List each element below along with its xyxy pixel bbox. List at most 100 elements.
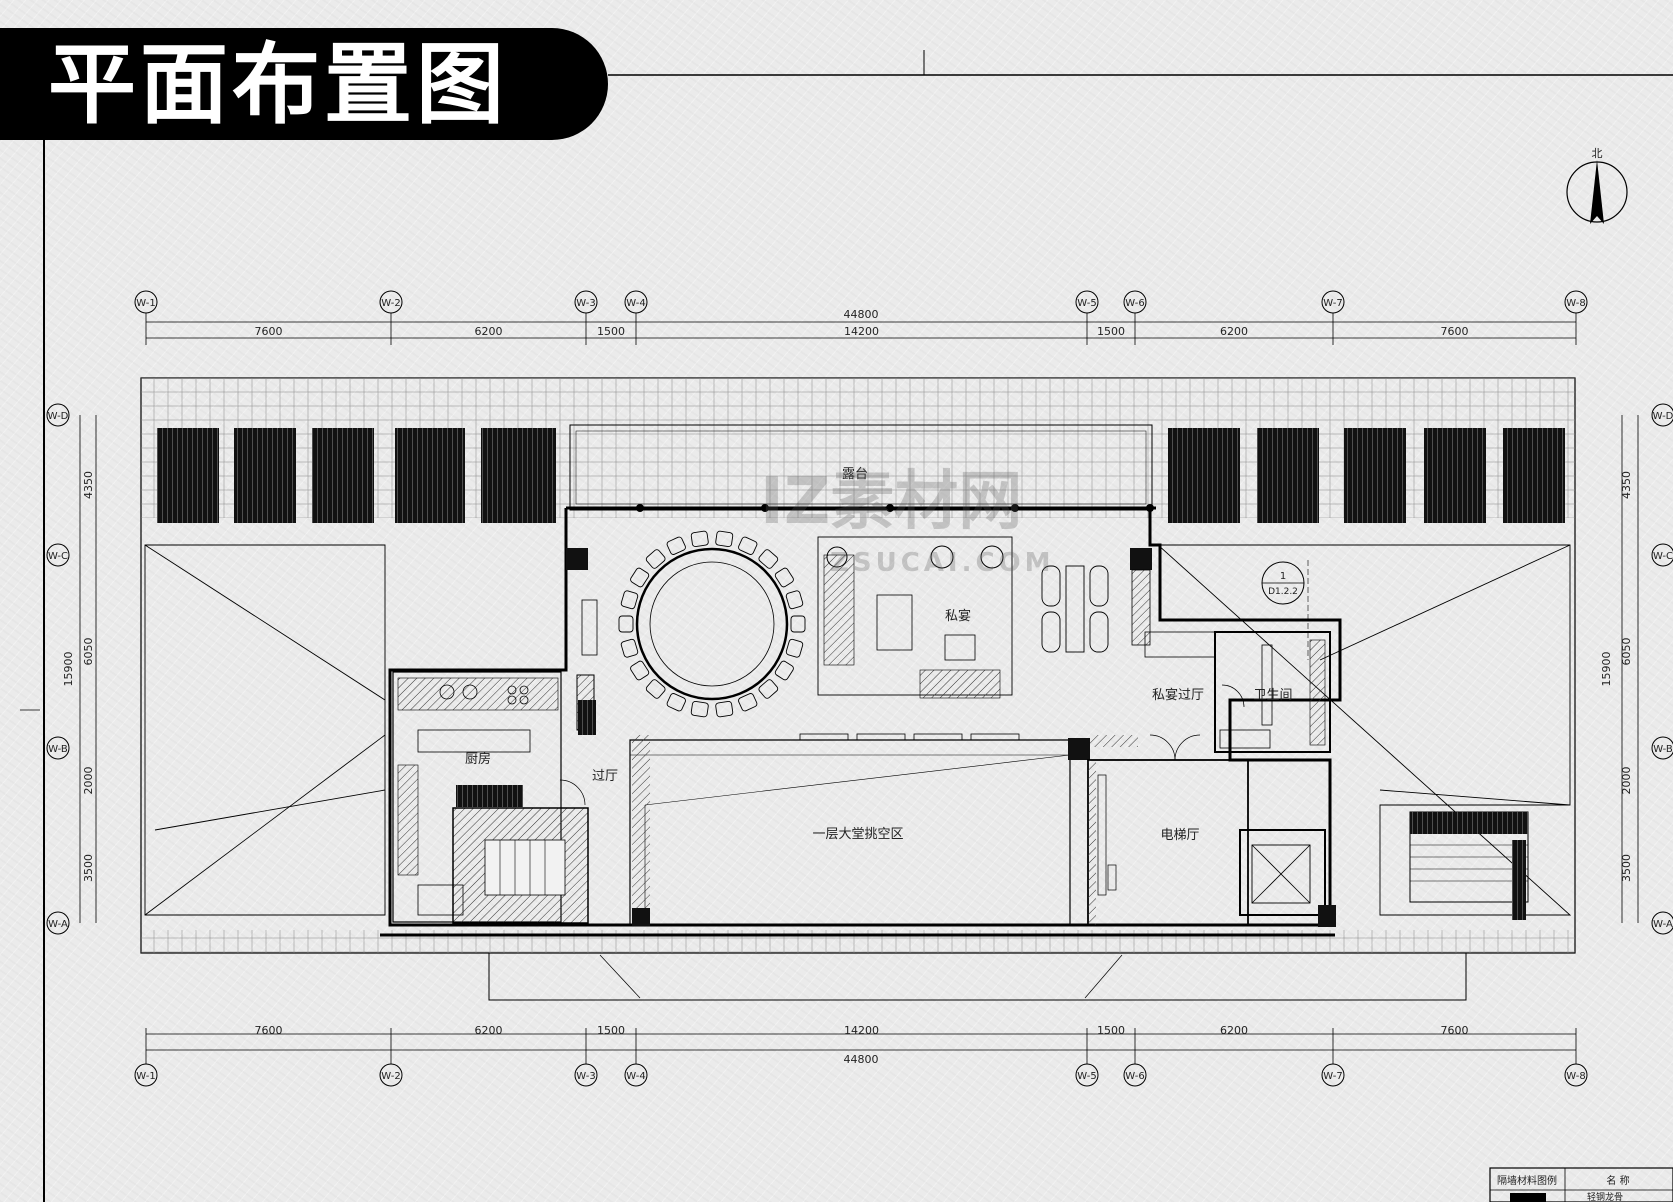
chair [620, 638, 639, 658]
bottom-axis-label: W-4 [626, 1071, 645, 1082]
north-arrow-icon: 北 [1566, 147, 1628, 224]
bottom-dim-0: 7600 [255, 1024, 283, 1037]
chair [758, 549, 779, 569]
bottom-axis-label: W-2 [381, 1071, 400, 1082]
right-dim-total: 15900 [1600, 652, 1613, 687]
bottom-axis-bubble [1075, 1063, 1099, 1087]
top-axis-bubble [574, 290, 598, 314]
top-dim-1: 6200 [475, 325, 503, 338]
chair [774, 660, 794, 681]
top-axis-bubble [134, 290, 158, 314]
dim-total-bottom: 44800 [844, 1053, 879, 1066]
chair [666, 536, 686, 555]
bottom-dim-5: 6200 [1220, 1024, 1248, 1037]
legend-column-header: 名 称 [1606, 1174, 1629, 1187]
room-label-banquet-corridor: 私宴过厅 [1152, 687, 1204, 703]
chair [666, 693, 686, 712]
chair [690, 530, 709, 547]
top-axis-label: W-3 [576, 298, 595, 309]
section-number: 1 [1280, 571, 1286, 582]
left-axis-label: W-B [48, 744, 68, 755]
right-axis-bubble [1651, 403, 1673, 427]
top-dim-5: 6200 [1220, 325, 1248, 338]
left-dim-0: 4350 [82, 471, 95, 499]
left-dim-total: 15900 [62, 652, 75, 687]
chair [785, 590, 804, 610]
left-axis-bubble [46, 543, 70, 567]
top-axis-label: W-1 [136, 298, 155, 309]
bottom-dim-4: 1500 [1097, 1024, 1125, 1037]
louver-panels [157, 428, 1565, 523]
room-label-terrace: 露台 [842, 467, 868, 482]
round-dining-table [618, 530, 806, 718]
top-dim-3: 14200 [844, 325, 879, 338]
right-axis-bubble [1651, 736, 1673, 760]
bottom-axis-bubble [134, 1063, 158, 1087]
room-label-private-banquet: 私宴 [945, 608, 971, 624]
chair [690, 701, 709, 718]
bottom-axis-bubble [624, 1063, 648, 1087]
left-axis-label: W-C [48, 551, 68, 562]
legend-item: 轻钢龙骨 [1587, 1191, 1623, 1202]
left-dim-1: 6050 [82, 638, 95, 666]
chair [645, 549, 666, 569]
top-axis-label: W-7 [1323, 298, 1342, 309]
right-axis-label: W-D [1653, 411, 1673, 422]
chair [618, 615, 634, 633]
top-dim-6: 7600 [1441, 325, 1469, 338]
chair [785, 638, 804, 658]
chair [715, 530, 734, 547]
bottom-axis-bubble [379, 1063, 403, 1087]
bottom-axis-bubble [574, 1063, 598, 1087]
top-dim-2: 1500 [597, 325, 625, 338]
bottom-dim-2: 1500 [597, 1024, 625, 1037]
right-dim-2: 2000 [1620, 767, 1633, 795]
right-axis-label: W-C [1653, 551, 1673, 562]
top-dim-0: 7600 [255, 325, 283, 338]
chair [715, 701, 734, 718]
chair [645, 679, 666, 699]
top-dim-4: 1500 [1097, 325, 1125, 338]
section-reference: D1.2.2 [1268, 587, 1298, 597]
left-axis-label: W-A [48, 919, 68, 930]
chair [630, 567, 650, 588]
room-label-atrium: 一层大堂挑空区 [812, 827, 903, 842]
chair [758, 679, 779, 699]
left-axis-bubble [46, 911, 70, 935]
room-label-kitchen: 厨房 [465, 751, 491, 767]
top-axis-bubble [624, 290, 648, 314]
section-marker: 1 D1.2.2 [1261, 560, 1309, 660]
bottom-axis-label: W-3 [576, 1071, 595, 1082]
north-label: 北 [1592, 147, 1603, 160]
left-axis-bubble [46, 736, 70, 760]
legend-title: 隔墙材料图例 [1497, 1174, 1557, 1187]
chair [738, 693, 758, 712]
chair [630, 660, 650, 681]
bottom-axis-bubble [1123, 1063, 1147, 1087]
left-dim-2: 2000 [82, 767, 95, 795]
chair [620, 590, 639, 610]
legend-table: 隔墙材料图例 名 称 轻钢龙骨 [1489, 1167, 1673, 1202]
right-axis-bubble [1651, 911, 1673, 935]
page-title: 平面布置图 [48, 33, 509, 136]
watermark-brand: IZ素材网 [760, 465, 1023, 539]
top-axis-bubble [1123, 290, 1147, 314]
bottom-dim-3: 14200 [844, 1024, 879, 1037]
bottom-dim-6: 7600 [1441, 1024, 1469, 1037]
right-dim-3: 3500 [1620, 854, 1633, 882]
title-banner [0, 28, 608, 140]
bottom-axis-label: W-7 [1323, 1071, 1342, 1082]
right-dim-1: 6050 [1620, 638, 1633, 666]
room-label-elevator-hall: 电梯厅 [1160, 828, 1199, 843]
right-axis-label: W-A [1653, 919, 1673, 930]
room-label-restroom: 卫生间 [1253, 688, 1292, 703]
chair [738, 536, 758, 555]
top-axis-bubble [1075, 290, 1099, 314]
top-axis-label: W-8 [1566, 298, 1585, 309]
left-axis-bubble [46, 403, 70, 427]
bottom-axis-bubble [1321, 1063, 1345, 1087]
top-axis-bubble [1564, 290, 1588, 314]
bottom-dim-1: 6200 [475, 1024, 503, 1037]
right-axis-label: W-B [1653, 744, 1673, 755]
